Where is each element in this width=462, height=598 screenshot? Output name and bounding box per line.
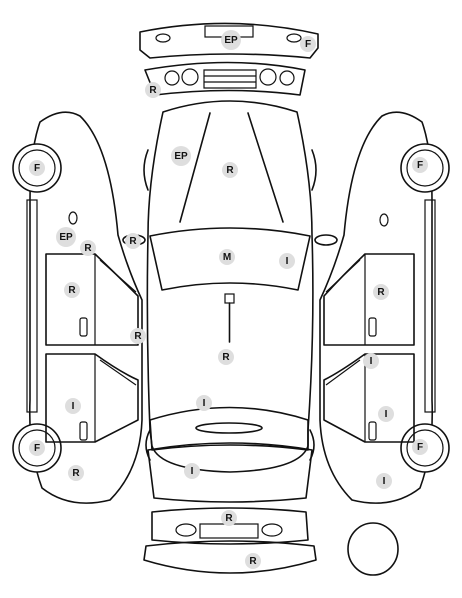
marker-left-rear-wheel: F	[29, 440, 45, 456]
marker-badge	[65, 398, 81, 414]
marker-badge	[363, 353, 379, 369]
marker-left-front-door-repair: R	[64, 282, 80, 298]
marker-left-fender-repair: R	[80, 240, 96, 256]
marker-label: F	[417, 160, 423, 171]
marker-badge	[184, 463, 200, 479]
marker-badge	[125, 233, 141, 249]
marker-left-mirror-repair: R	[125, 233, 141, 249]
marker-label: I	[286, 256, 289, 267]
marker-hood-paint: EP	[171, 146, 191, 166]
damage-markers: EP F R EP R F EP R R R R I F R M I R I I R R F R I I F I	[29, 30, 428, 569]
marker-label: I	[191, 466, 194, 477]
marker-label: I	[385, 409, 388, 420]
marker-badge	[279, 253, 295, 269]
marker-label: R	[222, 352, 230, 363]
marker-label: R	[68, 285, 76, 296]
marker-badge	[219, 249, 235, 265]
marker-badge	[373, 284, 389, 300]
marker-badge	[130, 328, 146, 344]
marker-grille-repair: R	[145, 82, 161, 98]
car-top-view	[122, 100, 338, 503]
marker-right-rear-door-i: I	[363, 353, 379, 369]
marker-badge	[222, 162, 238, 178]
marker-left-fender-paint: EP	[56, 227, 76, 247]
marker-left-front-wheel: F	[29, 160, 45, 176]
rear-bumper	[143, 540, 317, 574]
marker-badge	[221, 30, 241, 50]
marker-roof-front-i: I	[279, 253, 295, 269]
marker-right-quarter-i: I	[376, 473, 392, 489]
rear-fascia	[151, 507, 309, 545]
marker-badge	[300, 36, 316, 52]
marker-badge	[245, 553, 261, 569]
marker-front-bumper-f: F	[300, 36, 316, 52]
marker-badge	[376, 473, 392, 489]
marker-label: R	[225, 513, 233, 524]
marker-rear-panel-repair: R	[221, 510, 237, 526]
marker-label: R	[84, 243, 92, 254]
marker-label: EP	[59, 232, 73, 243]
marker-label: R	[129, 236, 137, 247]
marker-label: R	[72, 468, 80, 479]
marker-label: EP	[174, 151, 188, 162]
right-side-view	[319, 111, 450, 504]
marker-right-front-door-repair: R	[373, 284, 389, 300]
marker-label: I	[383, 476, 386, 487]
marker-rear-bumper-repair: R	[245, 553, 261, 569]
marker-left-pillar-repair: R	[130, 328, 146, 344]
marker-badge	[218, 349, 234, 365]
marker-trunk-i: I	[184, 463, 200, 479]
marker-label: R	[249, 556, 257, 567]
marker-badge	[221, 510, 237, 526]
marker-label: R	[377, 287, 385, 298]
marker-label: F	[417, 442, 423, 453]
marker-badge	[29, 440, 45, 456]
marker-label: F	[34, 443, 40, 454]
marker-badge	[196, 395, 212, 411]
marker-hood-repair: R	[222, 162, 238, 178]
marker-front-bumper-paint: EP	[221, 30, 241, 50]
marker-windshield-m: M	[219, 249, 235, 265]
marker-badge	[68, 465, 84, 481]
marker-label: F	[305, 39, 311, 50]
marker-label: EP	[224, 35, 238, 46]
marker-badge	[412, 439, 428, 455]
marker-label: I	[370, 356, 373, 367]
marker-badge	[171, 146, 191, 166]
marker-label: I	[203, 398, 206, 409]
marker-label: F	[34, 163, 40, 174]
marker-label: R	[134, 331, 142, 342]
marker-badge	[29, 160, 45, 176]
marker-right-rear-wheel: F	[412, 439, 428, 455]
marker-badge	[80, 240, 96, 256]
marker-badge	[64, 282, 80, 298]
marker-badge	[145, 82, 161, 98]
marker-right-front-wheel: F	[412, 157, 428, 173]
marker-badge	[56, 227, 76, 247]
marker-left-rear-door-i: I	[65, 398, 81, 414]
marker-right-rear-door-i-2: I	[378, 406, 394, 422]
marker-badge	[378, 406, 394, 422]
spare-wheel	[347, 522, 399, 576]
marker-label: I	[72, 401, 75, 412]
marker-left-quarter-repair: R	[68, 465, 84, 481]
front-fascia	[144, 61, 306, 96]
marker-label: R	[226, 165, 234, 176]
marker-label: M	[223, 252, 231, 263]
marker-roof-repair: R	[218, 349, 234, 365]
marker-badge	[412, 157, 428, 173]
marker-rear-window-i: I	[196, 395, 212, 411]
marker-label: R	[149, 85, 157, 96]
